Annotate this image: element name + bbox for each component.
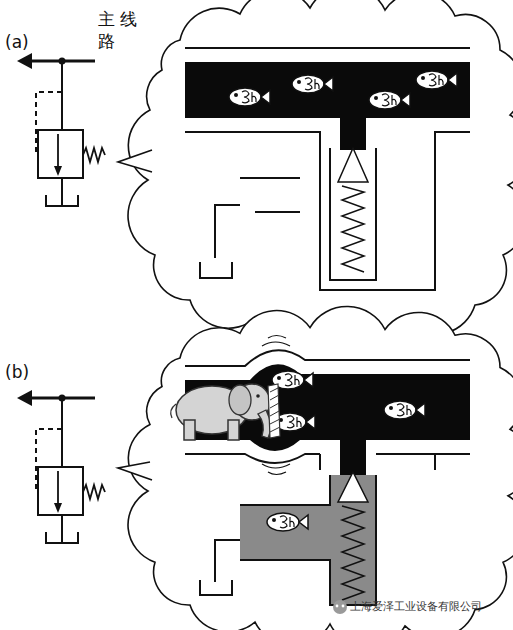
valve-body-b: [342, 506, 364, 600]
valve-body-a: [342, 186, 364, 272]
valve-body-a: [369, 91, 410, 109]
panel-label: (a): [5, 32, 29, 53]
elephant: [171, 404, 176, 418]
valve-body-a: [340, 118, 366, 150]
valve-body-a: [416, 71, 457, 89]
symbol-b: [17, 390, 105, 543]
symbol-b: [17, 390, 105, 543]
elephant: [229, 385, 251, 415]
panel-label: (b): [5, 362, 29, 383]
watermark-icon: [333, 600, 347, 614]
elephant: [256, 394, 260, 398]
valve-body-a: [240, 178, 300, 212]
valve-body-b: [185, 454, 320, 463]
elephant: [270, 388, 280, 432]
elephant: [171, 384, 280, 440]
valve-body-b: [384, 401, 425, 419]
cloud-a: [118, 0, 513, 344]
valve-body-a: [185, 132, 470, 290]
elephant: [268, 384, 280, 438]
valve-body-a: [200, 262, 232, 278]
cloud-b: [128, 307, 513, 630]
valve-body-b: [267, 513, 308, 531]
cloud-b: [118, 307, 513, 630]
symbol-a: [17, 53, 105, 206]
valve-body-a: [185, 48, 470, 290]
cloud-a: [118, 150, 152, 172]
valve-body-b: [320, 454, 470, 470]
watermark-icon: [342, 605, 345, 608]
symbol-a: [17, 53, 105, 206]
valve-body-a: [330, 148, 376, 280]
valve-body-a: [338, 148, 368, 182]
cloud-a: [128, 0, 513, 344]
valve-body-a: [229, 88, 270, 106]
valve-body-a: [292, 75, 333, 93]
cloud-b: [118, 462, 152, 480]
valve-body-a: [215, 205, 240, 258]
valve-body-b: [185, 336, 470, 606]
valve-body-b: [338, 472, 368, 502]
elephant: [184, 420, 195, 440]
line-label: 主 线路: [98, 8, 138, 52]
valve-body-b: [185, 350, 470, 366]
valve-body-b: [215, 540, 240, 582]
watermark-icon: [336, 605, 339, 608]
valve-body-a: [185, 62, 470, 118]
elephant: [228, 420, 239, 440]
valve-body-a: [185, 47, 470, 49]
watermark-icon: [333, 600, 347, 614]
watermark: 上海爱泽工业设备有限公司: [350, 600, 482, 614]
valve-body-b: [200, 580, 232, 595]
